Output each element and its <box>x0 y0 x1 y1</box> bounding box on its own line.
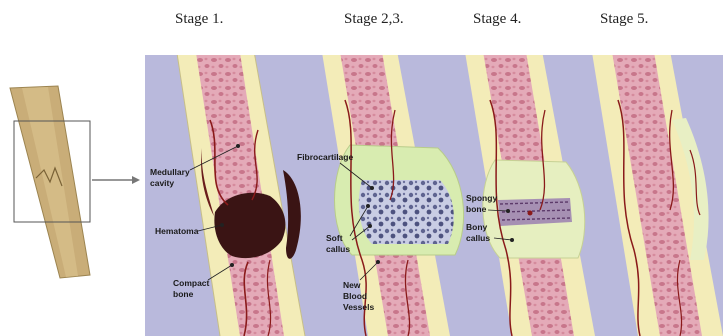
hematoma-label: Hematoma <box>155 226 199 236</box>
new-blood-vessels-line2: Blood <box>343 291 367 301</box>
stage-1-title: Stage 1. <box>175 11 223 27</box>
compact-bone-line2: bone <box>173 289 194 299</box>
stage-4-title: Stage 4. <box>473 11 521 27</box>
new-blood-vessels-line1: New <box>343 280 361 290</box>
arrow-right-icon <box>92 176 140 184</box>
overview-bone <box>10 86 90 278</box>
spongy-bone-line1: Spongy <box>466 193 497 203</box>
spongy-bone-line2: bone <box>466 204 487 214</box>
medullary-cavity-line1: Medullary <box>150 167 190 177</box>
medullary-cavity-line2: cavity <box>150 178 174 188</box>
compact-bone-line1: Compact <box>173 278 210 288</box>
new-blood-vessels-line3: Vessels <box>343 302 374 312</box>
stage-2-3-title: Stage 2,3. <box>344 11 404 27</box>
fibrocartilage-label: Fibrocartilage <box>297 152 353 162</box>
bony-callus-line1: Bony <box>466 222 488 232</box>
soft-callus-line2: callus <box>326 244 350 254</box>
bony-callus-line2: callus <box>466 233 490 243</box>
stage-5-title: Stage 5. <box>600 11 648 27</box>
soft-callus-line1: Soft <box>326 233 343 243</box>
